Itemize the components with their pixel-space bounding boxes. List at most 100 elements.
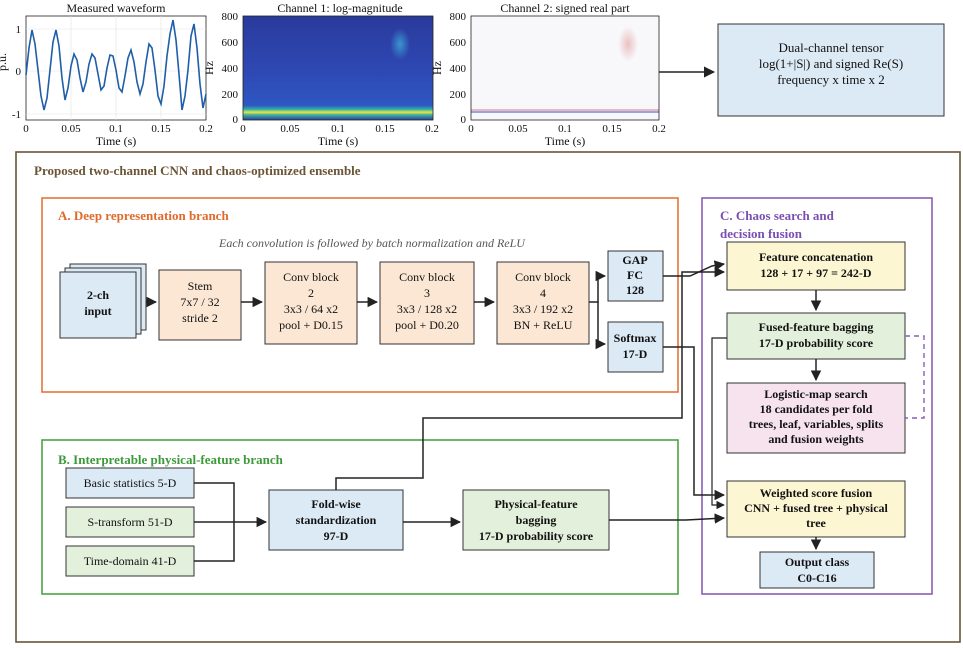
- waveform-xtick: 0.15: [151, 123, 171, 135]
- waveform-ytick: 1: [16, 24, 22, 36]
- conv3-line3: 3x3 / 128 x2: [397, 302, 457, 316]
- basic-statistics-box: Basic statistics 5-D: [65, 467, 195, 499]
- channel1-highlight: [390, 28, 410, 60]
- conv2-line4: pool + D0.15: [279, 318, 343, 332]
- branch-c-frame: [701, 197, 933, 595]
- channel1-xtick: 0.05: [280, 123, 300, 135]
- channel2-title: Channel 2: signed real part: [500, 1, 630, 15]
- channel2-plot: Channel 2: signed real part Hz 800 600 4…: [430, 1, 666, 148]
- channel1-xtick: 0.1: [331, 123, 345, 135]
- branch-c-title-2: decision fusion: [720, 226, 803, 241]
- channel2-ytick: 800: [450, 11, 467, 23]
- weighted-fusion-box: Weighted score fusion CNN + fused tree +…: [726, 480, 906, 538]
- gap-to-concat: [663, 260, 726, 277]
- time-domain-box: Time-domain 41-D: [65, 545, 195, 577]
- std-line2: standardization: [296, 513, 377, 527]
- conv-block-3: Conv block 3 3x3 / 128 x2 pool + D0.20: [379, 261, 475, 345]
- branch-a-title: A. Deep representation branch: [58, 208, 229, 223]
- fused-to-weighted: [711, 337, 727, 510]
- channel2-ytick: 400: [450, 63, 467, 75]
- logistic-line4: and fusion weights: [768, 432, 864, 446]
- weighted-line2: CNN + fused tree + physical: [744, 501, 888, 515]
- gap-line3: 128: [626, 283, 644, 297]
- outer-frame: [15, 151, 961, 643]
- weighted-line1: Weighted score fusion: [760, 486, 873, 500]
- channel1-xlabel: Time (s): [318, 134, 359, 148]
- std-to-concat: [335, 266, 726, 490]
- timedomain-label: Time-domain 41-D: [84, 554, 177, 568]
- stem-line2: 7x7 / 32: [180, 295, 219, 309]
- gap-fc-box: GAP FC 128: [607, 250, 664, 302]
- channel2-highlight: [618, 26, 638, 62]
- waveform-xtick: 0.05: [61, 123, 81, 135]
- channel2-xtick: 0.1: [558, 123, 572, 135]
- waveform-xtick: 0: [23, 123, 29, 135]
- stransform-label: S-transform 51-D: [88, 515, 173, 529]
- logistic-line1: Logistic-map search: [764, 387, 868, 401]
- logistic-search-box: Logistic-map search 18 candidates per fo…: [726, 382, 906, 454]
- pbag-line1: Physical-feature: [494, 497, 578, 511]
- waveform-line: [25, 19, 207, 111]
- basic-label: Basic statistics 5-D: [84, 476, 177, 490]
- std-line3: 97-D: [324, 529, 349, 543]
- gap-line1: GAP: [622, 253, 647, 267]
- channel2-ytick: 0: [461, 114, 467, 126]
- input-stack: 2-ch input: [59, 263, 147, 339]
- output-line2: C0-C16: [797, 571, 836, 585]
- fbag-line1: Fused-feature bagging: [759, 320, 874, 334]
- conv4-line2: 4: [540, 286, 546, 300]
- logistic-line2: 18 candidates per fold: [760, 402, 873, 416]
- fused-bagging-box: Fused-feature bagging 17-D probability s…: [726, 312, 906, 360]
- conv3-line1: Conv block: [399, 270, 455, 284]
- weighted-line3: tree: [806, 516, 826, 530]
- waveform-ytick: -1: [12, 109, 21, 121]
- channel2-ytick: 600: [450, 37, 467, 49]
- channel2-xlabel: Time (s): [545, 134, 586, 148]
- channel1-xtick: 0: [240, 123, 246, 135]
- search-feedback-loop: [905, 335, 925, 419]
- conv4-line3: 3x3 / 192 x2: [513, 302, 573, 316]
- input-line2: input: [84, 304, 111, 318]
- gap-line2: FC: [627, 268, 643, 282]
- branch-b-title: B. Interpretable physical-feature branch: [58, 452, 284, 467]
- channel1-ytick: 600: [222, 37, 239, 49]
- pbag-line2: bagging: [516, 513, 557, 527]
- stem-line1: Stem: [188, 279, 213, 293]
- waveform-xtick: 0.1: [109, 123, 123, 135]
- tensor-box: Dual-channel tensor log(1+|S|) and signe…: [717, 23, 945, 117]
- conv3-line2: 3: [424, 286, 430, 300]
- conv3-line4: pool + D0.20: [395, 318, 459, 332]
- s-transform-box: S-transform 51-D: [65, 506, 195, 538]
- channel1-plot: Channel 1: log-magnitude Hz 800 600 400 …: [202, 1, 439, 148]
- phys-to-weighted: [609, 513, 726, 524]
- tensor-line1: Dual-channel tensor: [778, 40, 884, 55]
- channel1-xtick: 0.2: [425, 123, 439, 135]
- waveform-ylabel: p.u.: [0, 53, 9, 71]
- branch-a-frame: [41, 197, 679, 393]
- output-class-box: Output class C0-C16: [759, 551, 875, 589]
- softmax-to-weighted: [663, 346, 726, 501]
- waveform-title: Measured waveform: [67, 1, 167, 15]
- tensor-line3: frequency x time x 2: [777, 72, 885, 87]
- pbag-line3: 17-D probability score: [479, 529, 594, 543]
- channel1-ytick: 0: [233, 114, 239, 126]
- channel1-ytick: 800: [222, 11, 239, 23]
- conv4-line4: BN + ReLU: [514, 318, 573, 332]
- channel2-xtick: 0: [468, 123, 474, 135]
- softmax-line1: Softmax: [614, 331, 657, 345]
- waveform-ytick: 0: [16, 66, 22, 78]
- softmax-line2: 17-D: [623, 347, 648, 361]
- std-line1: Fold-wise: [311, 497, 361, 511]
- feature-concat-box: Feature concatenation 128 + 17 + 97 = 24…: [726, 241, 906, 291]
- conv2-line3: 3x3 / 64 x2: [284, 302, 338, 316]
- outer-title: Proposed two-channel CNN and chaos-optim…: [34, 163, 361, 178]
- logistic-line3: trees, leaf, variables, splits: [749, 417, 884, 431]
- branch-c-title-1: C. Chaos search and: [720, 208, 835, 223]
- channel1-ytick: 400: [222, 63, 239, 75]
- stem-line3: stride 2: [182, 311, 218, 325]
- input-line1: 2-ch: [87, 288, 109, 302]
- output-line1: Output class: [785, 555, 850, 569]
- channel1-ylabel: Hz: [202, 61, 216, 75]
- channel1-title: Channel 1: log-magnitude: [277, 1, 402, 15]
